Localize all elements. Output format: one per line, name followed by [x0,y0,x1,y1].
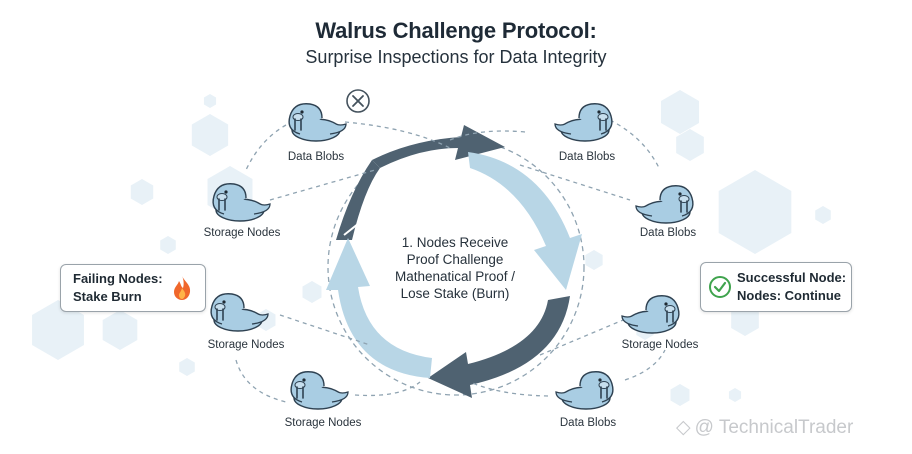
dashed-connectors [235,119,666,403]
label-storage-nodes-right-low: Storage Nodes [621,339,699,351]
watermark: ◇@ TechnicalTrader [676,416,853,439]
label-data-blobs-left-top: Data Blobs [287,151,345,163]
callout-line: Stake Burn [73,289,142,304]
label-storage-nodes-left-mid: Storage Nodes [203,227,281,239]
center-description: 1. Nodes Receive Proof Challenge Mathena… [350,234,560,302]
center-line: Proof Challenge [406,252,504,267]
diagram-title: Walrus Challenge Protocol: [315,18,597,43]
cycle-arrows [326,125,582,398]
center-line: Lose Stake (Burn) [400,286,510,301]
x-circle-icon [346,89,370,113]
label-storage-nodes-left-bottom: Storage Nodes [284,417,362,429]
label-data-blobs-right-mid: Data Blobs [639,227,697,239]
callout-line: Successful Node: [737,270,847,285]
check-circle-icon [709,276,731,298]
cycle-boundary [327,138,585,396]
center-line: Mathenatical Proof / [394,269,516,284]
failing-nodes-callout: Failing Nodes: Stake Burn [60,264,206,312]
callout-line: Nodes: Continue [737,288,841,303]
watermark-logo-icon: ◇ [676,417,691,438]
cycle-arrow-tip [343,222,361,237]
fire-icon [174,276,191,300]
watermark-text: @ TechnicalTrader [694,417,854,438]
callout-line: Failing Nodes: [73,271,163,286]
successful-node-callout: Successful Node: Nodes: Continue [700,262,852,312]
label-data-blobs-right-top: Data Blobs [558,151,616,163]
center-line: 1. Nodes Receive [401,235,509,250]
diagram-subtitle: Surprise Inspections for Data Integrity [305,47,607,67]
label-storage-nodes-left-low: Storage Nodes [207,339,285,351]
label-data-blobs-right-bottom: Data Blobs [559,417,617,429]
